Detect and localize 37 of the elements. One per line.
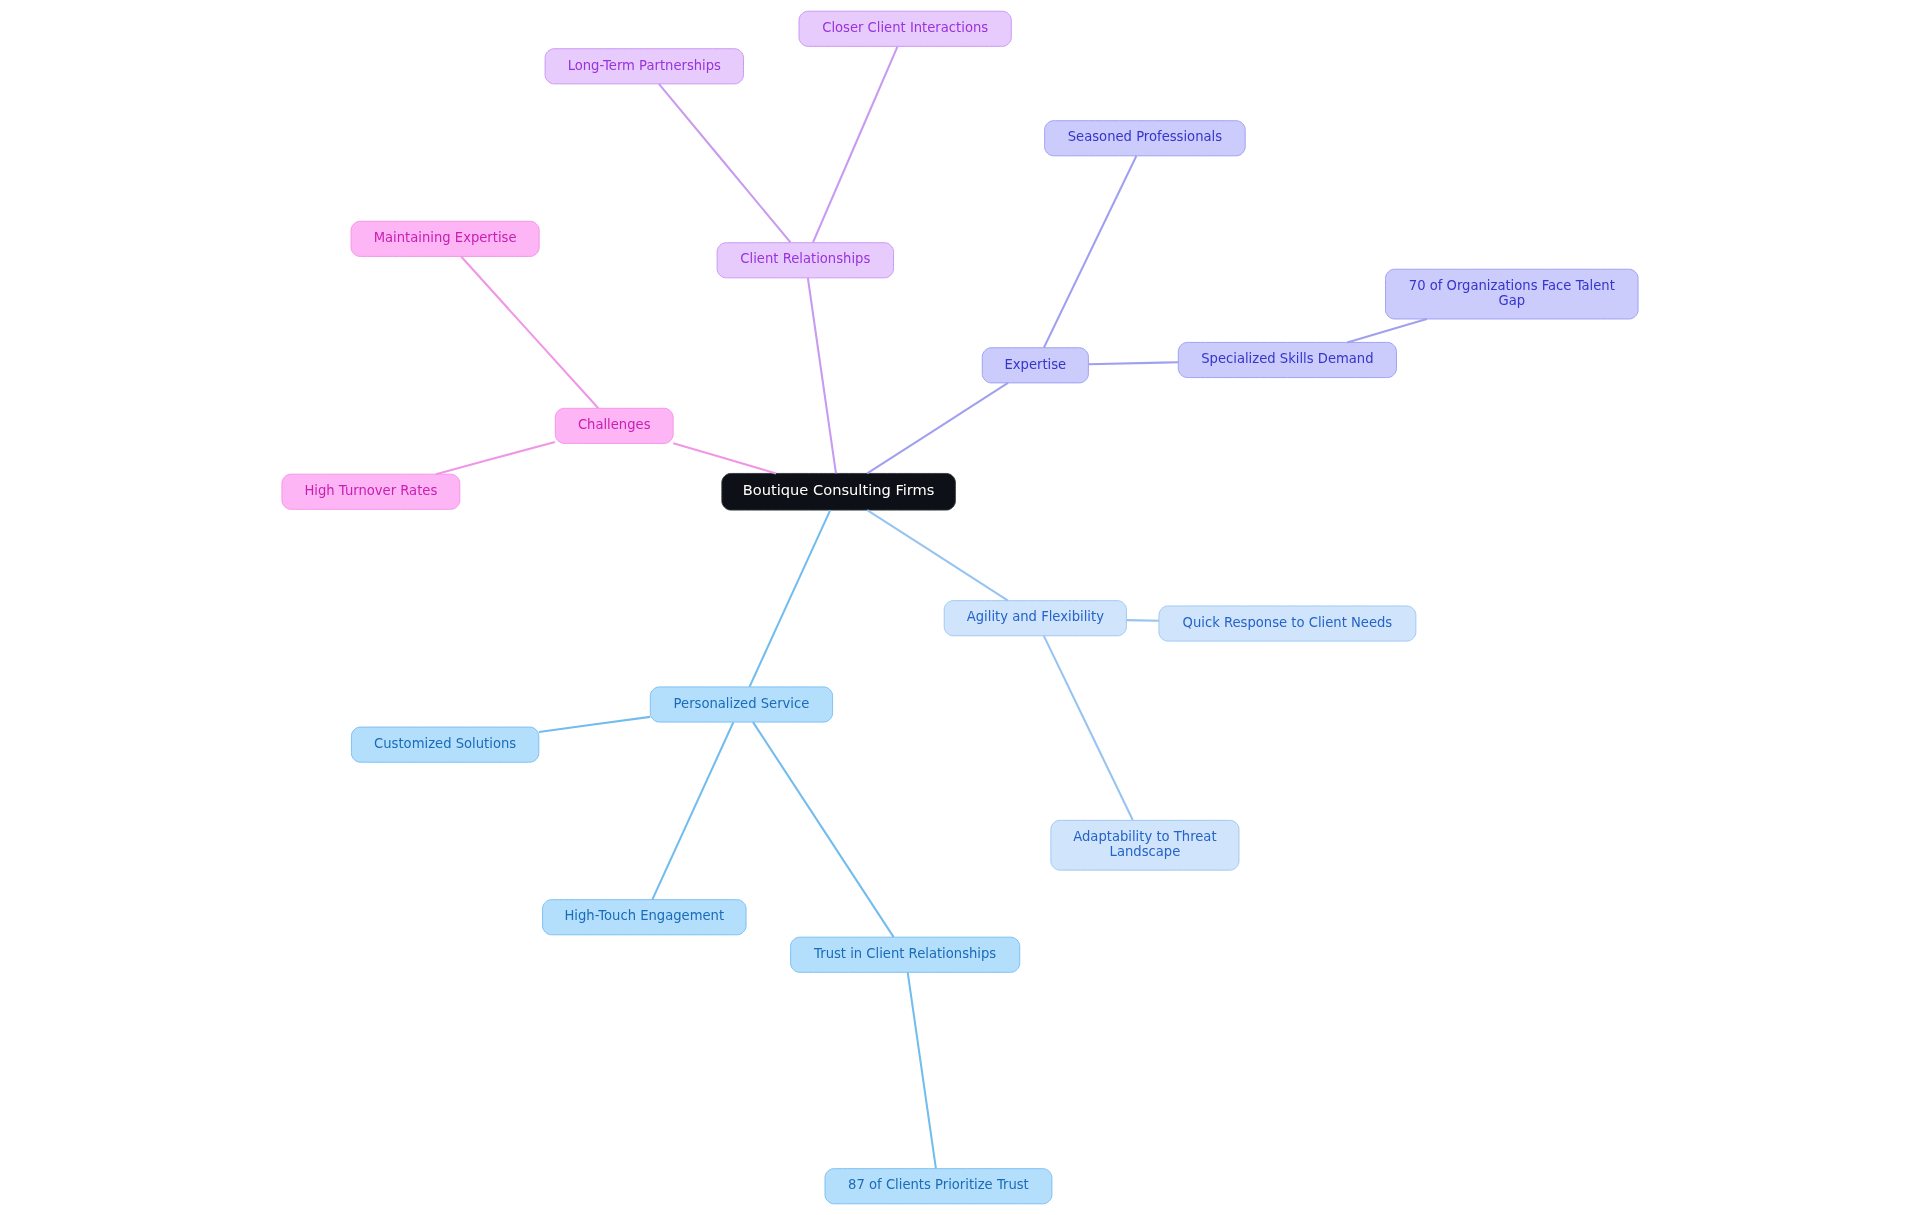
connector — [1088, 361, 1179, 366]
node-box: Expertise — [981, 347, 1089, 384]
connector — [651, 721, 735, 901]
connector — [866, 382, 1009, 475]
connector — [752, 721, 895, 938]
node-box: Customized Solutions — [350, 726, 540, 763]
node-box: Boutique Consulting Firms — [721, 472, 956, 511]
node-box: Maintaining Expertise — [350, 220, 540, 257]
connector — [1126, 619, 1159, 622]
node-box: Client Relationships — [716, 242, 894, 279]
node-box: Challenges — [554, 407, 674, 444]
connector — [866, 509, 1009, 602]
node-box: 70 of Organizations Face Talent Gap — [1385, 268, 1639, 320]
node-box: Personalized Service — [649, 686, 834, 723]
connector — [906, 972, 937, 1169]
node-box: High Turnover Rates — [281, 473, 461, 510]
node-box: Specialized Skills Demand — [1177, 341, 1397, 379]
connector — [658, 83, 792, 244]
node-box: Agility and Flexibility — [943, 600, 1127, 637]
node-box: Quick Response to Client Needs — [1158, 605, 1417, 642]
node-box: Long-Term Partnerships — [544, 48, 744, 85]
node-box: Trust in Client Relationships — [790, 936, 1021, 973]
connector — [1042, 155, 1138, 349]
connector — [1042, 635, 1134, 821]
connector — [460, 255, 600, 409]
node-box: Seasoned Professionals — [1044, 120, 1246, 157]
node-box: Adaptability to Threat Landscape — [1050, 819, 1240, 871]
connector — [435, 440, 556, 476]
connector — [673, 442, 777, 475]
connector — [1346, 318, 1428, 344]
connector — [538, 715, 651, 733]
node-box: High-Touch Engagement — [542, 899, 747, 936]
node-box: Closer Client Interactions — [798, 10, 1012, 47]
node-box: 87 of Clients Prioritize Trust — [824, 1168, 1053, 1205]
connector — [748, 509, 832, 688]
connector — [806, 277, 837, 474]
connector — [811, 46, 899, 244]
